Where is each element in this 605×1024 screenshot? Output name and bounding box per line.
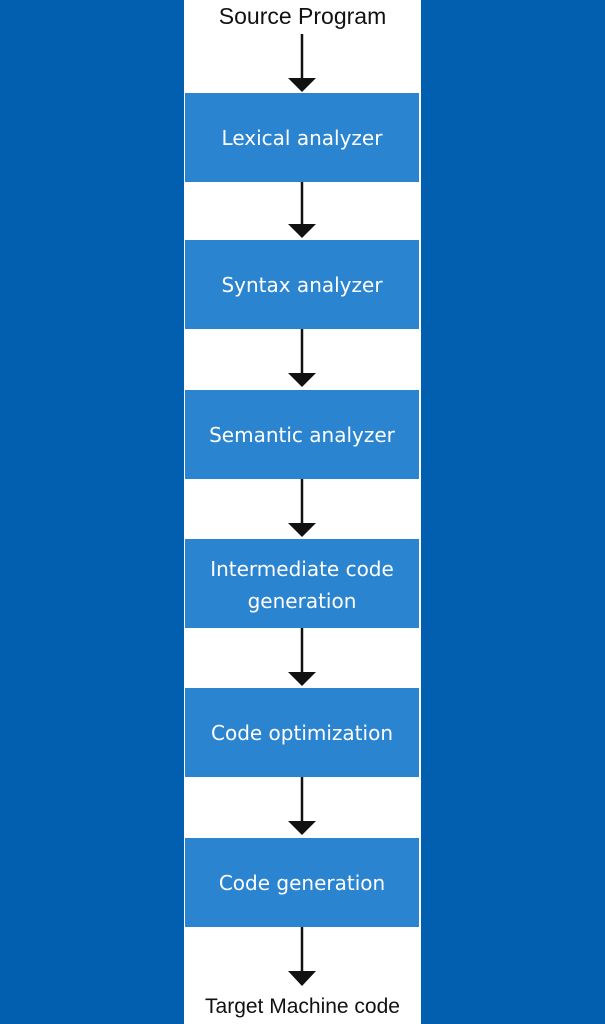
step-code-optimization: Code optimization xyxy=(185,688,419,777)
step-label: Semantic analyzer xyxy=(209,422,395,447)
step-label: Syntax analyzer xyxy=(221,272,383,297)
flow-arrow-6 xyxy=(288,777,316,835)
step-syntax-analyzer: Syntax analyzer xyxy=(185,240,419,329)
flowchart-panel: Source Program Lexical analyzer Syntax a… xyxy=(184,0,421,1024)
step-lexical-analyzer: Lexical analyzer xyxy=(185,93,419,182)
flow-arrow-7 xyxy=(288,927,316,986)
flow-arrow-3 xyxy=(288,329,316,387)
step-label: Lexical analyzer xyxy=(221,125,383,150)
step-semantic-analyzer: Semantic analyzer xyxy=(185,390,419,479)
flow-arrow-2 xyxy=(288,182,316,238)
flow-arrow-4 xyxy=(288,479,316,537)
step-label: Code generation xyxy=(218,870,386,895)
flow-arrow-5 xyxy=(288,628,316,686)
step-label: Intermediate code generation xyxy=(210,556,394,613)
source-program-label: Source Program xyxy=(218,3,387,29)
flow-arrow-1 xyxy=(288,34,316,92)
step-code-generation: Code generation xyxy=(185,838,419,927)
step-label: Code optimization xyxy=(211,720,393,745)
step-intermediate-code-generation: Intermediate code generation xyxy=(185,539,419,628)
target-machine-code-label: Target Machine code xyxy=(205,995,400,1018)
